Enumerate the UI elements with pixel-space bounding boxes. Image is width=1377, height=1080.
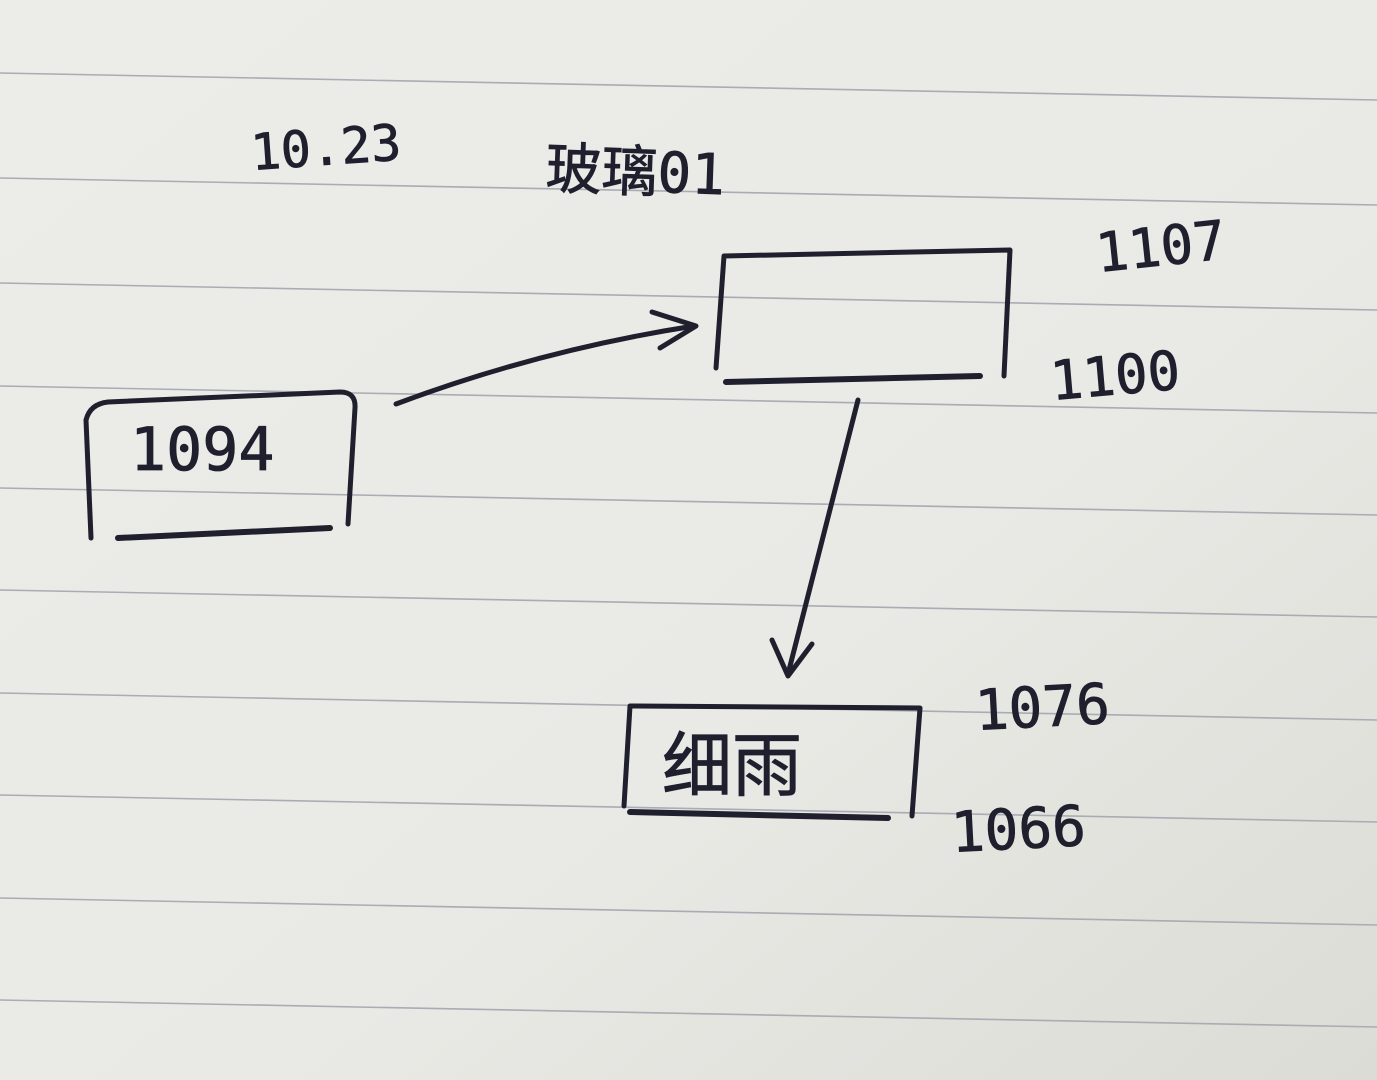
annotation-bottom-lower: 1066 — [949, 794, 1087, 866]
rule-line — [0, 177, 1377, 206]
node-top-underline — [723, 373, 983, 385]
rule-line — [0, 282, 1377, 311]
node-left: 1094 — [83, 389, 358, 541]
arrow-top-to-bottom — [769, 397, 861, 679]
node-left-border — [83, 389, 358, 541]
rule-line — [0, 72, 1377, 101]
annotation-top-lower: 1100 — [1048, 339, 1183, 413]
arrow-top-to-bottom-head — [769, 637, 815, 679]
node-bottom-label: 细雨 — [662, 725, 802, 807]
rule-line — [0, 897, 1377, 926]
title-label: 玻璃01 — [545, 137, 727, 208]
node-left-label: 1094 — [130, 415, 275, 485]
node-top-border — [713, 247, 1013, 379]
rule-line — [0, 589, 1377, 618]
rule-line — [0, 385, 1377, 414]
rule-line — [0, 487, 1377, 516]
node-bottom-underline — [627, 809, 891, 821]
arrow-left-to-top — [393, 309, 699, 407]
annotation-top-upper: 1107 — [1093, 209, 1229, 285]
ruled-lines — [0, 72, 1377, 1028]
rule-line — [0, 999, 1377, 1028]
arrow-top-to-bottom-shaft — [785, 397, 861, 677]
node-bottom: 细雨 — [621, 703, 923, 821]
arrow-left-to-top-shaft — [393, 323, 697, 407]
rule-line — [0, 794, 1377, 823]
date-label: 10.23 — [249, 114, 403, 182]
annotation-bottom-upper: 1076 — [973, 672, 1111, 744]
node-top — [713, 247, 1013, 385]
node-bottom-border — [621, 703, 923, 819]
arrow-left-to-top-head — [649, 309, 699, 351]
node-left-underline — [115, 525, 333, 541]
